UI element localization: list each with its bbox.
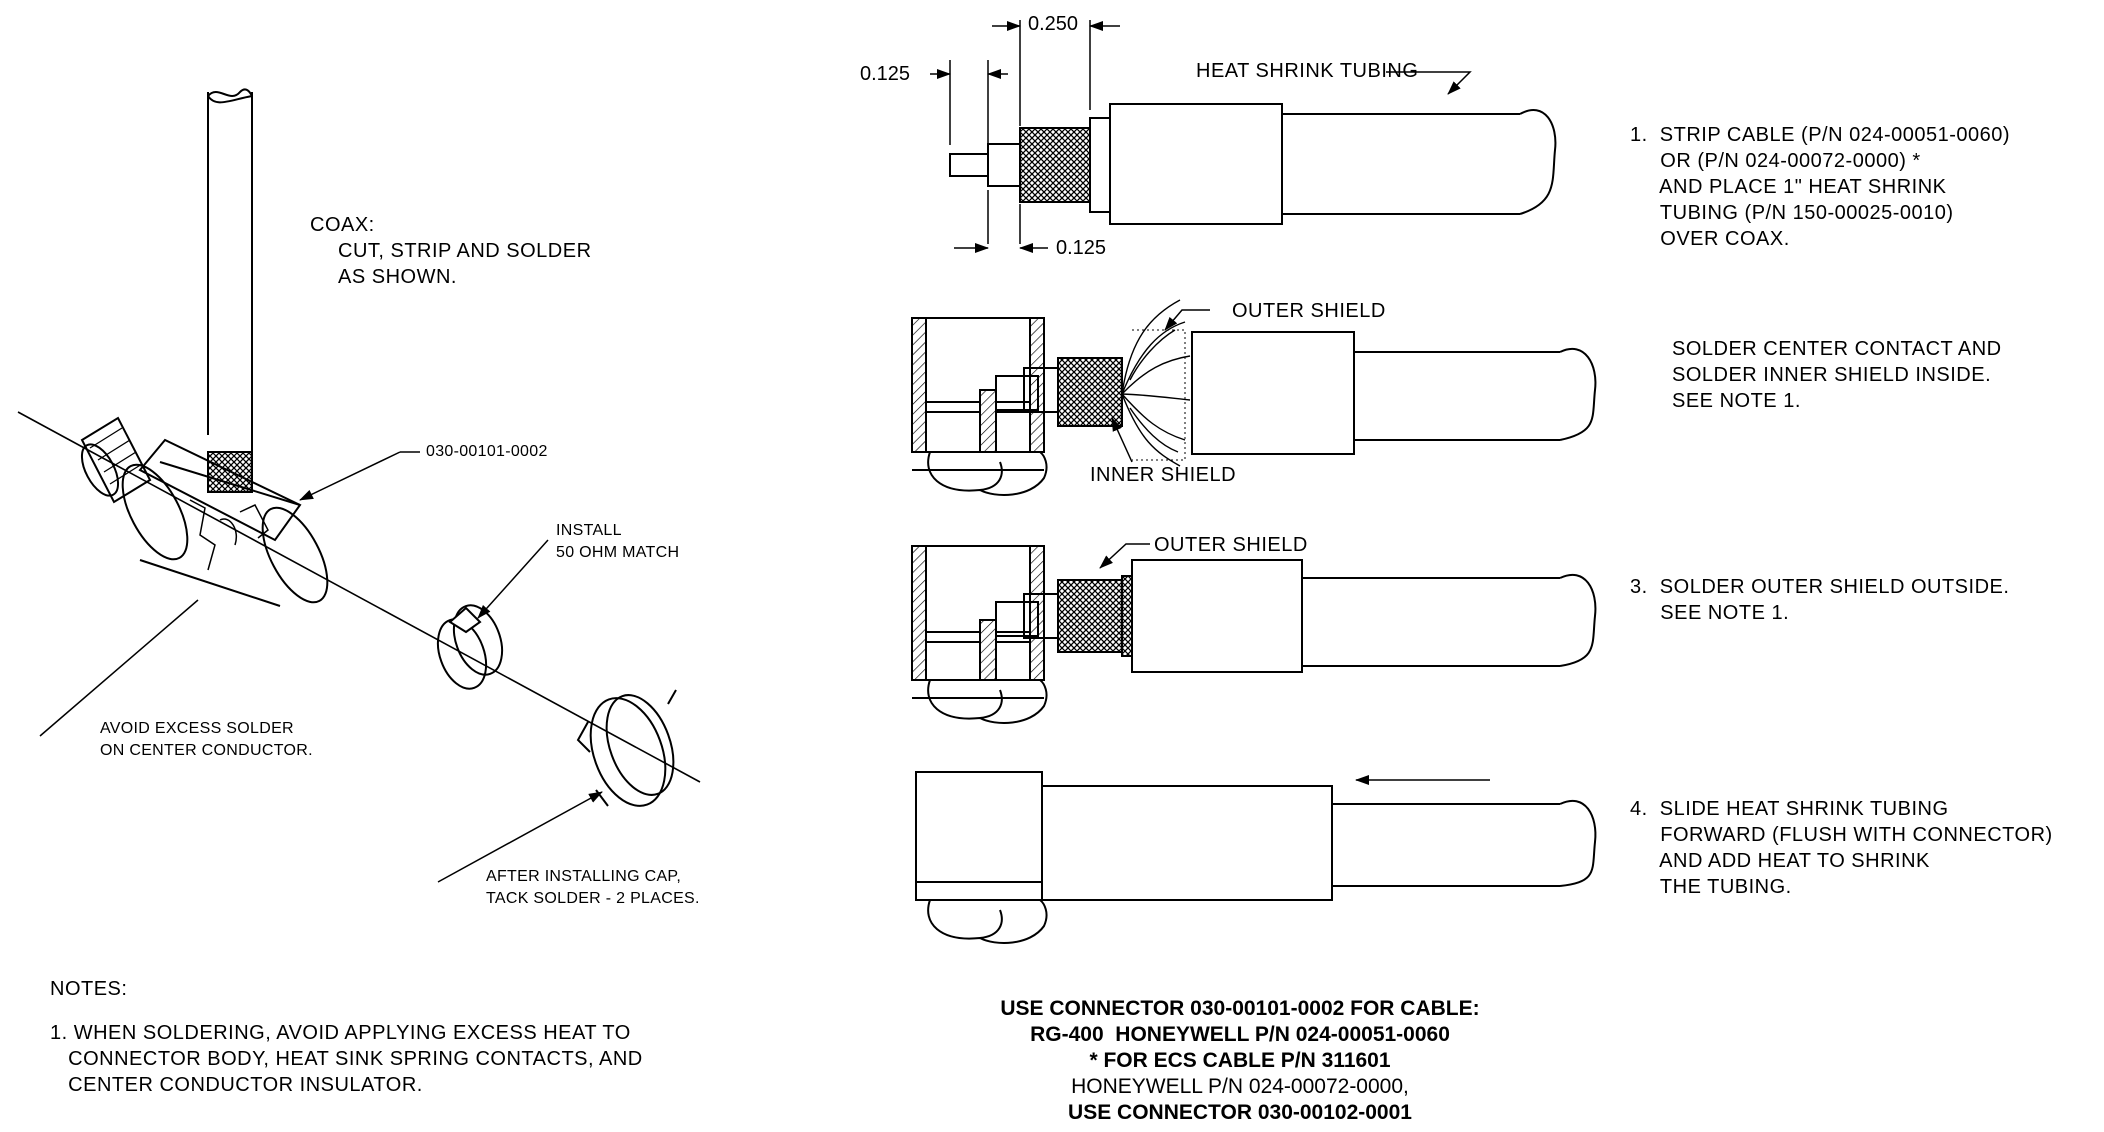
step2-line-1: SOLDER CENTER CONTACT AND [1672, 338, 2002, 360]
notes-title: NOTES: [50, 978, 128, 1000]
install-line-1: INSTALL [556, 522, 622, 539]
step2-cable-drawing [911, 299, 1597, 496]
step3-cable-drawing [911, 545, 1597, 724]
part-number-label: 030-00101-0002 [426, 443, 548, 460]
step1-line-2: OR (P/N 024-00072-0000) * [1630, 150, 1921, 172]
after-line-2: TACK SOLDER - 2 PLACES. [486, 890, 700, 907]
dim-0250: 0.250 [1028, 13, 1079, 35]
coax-line-3: AS SHOWN. [338, 266, 457, 288]
note-line-1: 1. WHEN SOLDERING, AVOID APPLYING EXCESS… [50, 1022, 631, 1044]
step1-line-3: AND PLACE 1" HEAT SHRINK [1630, 176, 1947, 198]
avoid-line-2: ON CENTER CONDUCTOR. [100, 742, 313, 759]
step4-line-3: AND ADD HEAT TO SHRINK [1630, 850, 1930, 872]
step3-line-1: 3. SOLDER OUTER SHIELD OUTSIDE. [1630, 576, 2010, 598]
step1-line-1: 1. STRIP CABLE (P/N 024-00051-0060) [1630, 124, 2011, 146]
avoid-line-1: AVOID EXCESS SOLDER [100, 720, 294, 737]
note-line-2: CONNECTOR BODY, HEAT SINK SPRING CONTACT… [50, 1048, 643, 1070]
step2-line-2: SOLDER INNER SHIELD INSIDE. [1672, 364, 1992, 386]
connector-cap [576, 689, 677, 807]
step4-line-4: THE TUBING. [1630, 876, 1792, 898]
install-line-2: 50 OHM MATCH [556, 544, 680, 561]
footer-line-4: HONEYWELL P/N 024-00072-0000, [1071, 1075, 1409, 1098]
step3-line-2: SEE NOTE 1. [1630, 602, 1790, 624]
note-line-3: CENTER CONDUCTOR INSULATOR. [50, 1074, 423, 1096]
coax-line-2: CUT, STRIP AND SOLDER [338, 240, 592, 262]
step1-line-4: TUBING (P/N 150-00025-0010) [1630, 202, 1954, 224]
after-line-1: AFTER INSTALLING CAP, [486, 868, 682, 885]
label-inner-shield: INNER SHIELD [1090, 464, 1237, 486]
footer-line-2: RG-400 HONEYWELL P/N 024-00051-0060 [1030, 1023, 1450, 1046]
footer-line-5: USE CONNECTOR 030-00102-0001 [1068, 1101, 1412, 1124]
label-heat-shrink-tubing: HEAT SHRINK TUBING [1196, 60, 1419, 82]
match-ring [436, 604, 504, 690]
footer-line-3: * FOR ECS CABLE P/N 311601 [1089, 1049, 1391, 1072]
step1-cable-drawing [949, 103, 1557, 225]
dim-0125-bottom: 0.125 [1056, 237, 1107, 259]
dim-0125-top: 0.125 [860, 63, 911, 85]
step4-line-2: FORWARD (FLUSH WITH CONNECTOR) [1630, 824, 2053, 846]
step4-cable-drawing [915, 771, 1597, 944]
coax-line-1: COAX: [310, 214, 375, 236]
label-outer-shield-step2: OUTER SHIELD [1232, 300, 1386, 322]
step2-line-3: SEE NOTE 1. [1672, 390, 1801, 412]
footer-line-1: USE CONNECTOR 030-00101-0002 FOR CABLE: [1000, 997, 1480, 1020]
step1-line-5: OVER COAX. [1630, 228, 1790, 250]
step4-line-1: 4. SLIDE HEAT SHRINK TUBING [1630, 798, 1949, 820]
label-outer-shield-step3: OUTER SHIELD [1154, 534, 1308, 556]
isometric-connector-assembly [17, 88, 701, 783]
